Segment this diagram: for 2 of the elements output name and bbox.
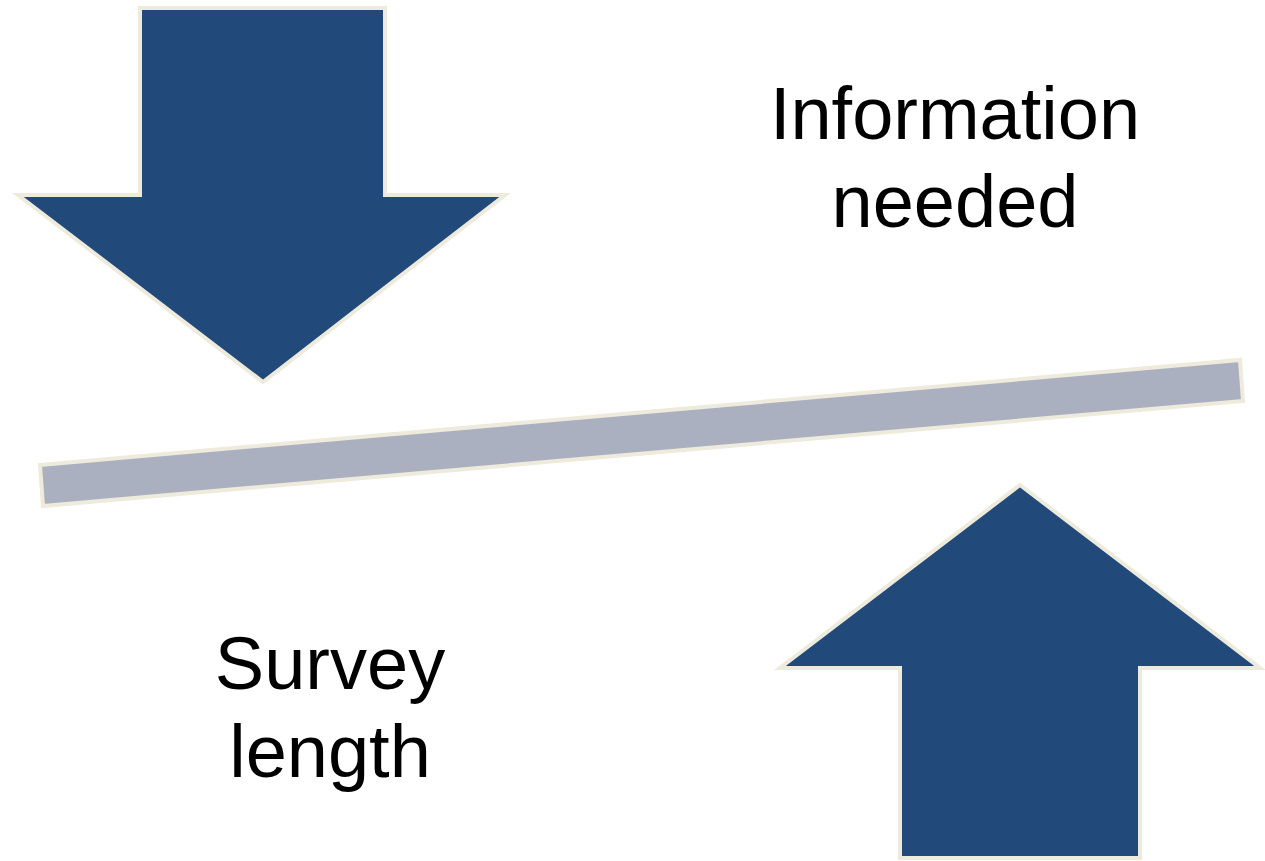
label-text: Information needed: [768, 71, 1142, 245]
label-text: Survey length: [213, 621, 447, 795]
